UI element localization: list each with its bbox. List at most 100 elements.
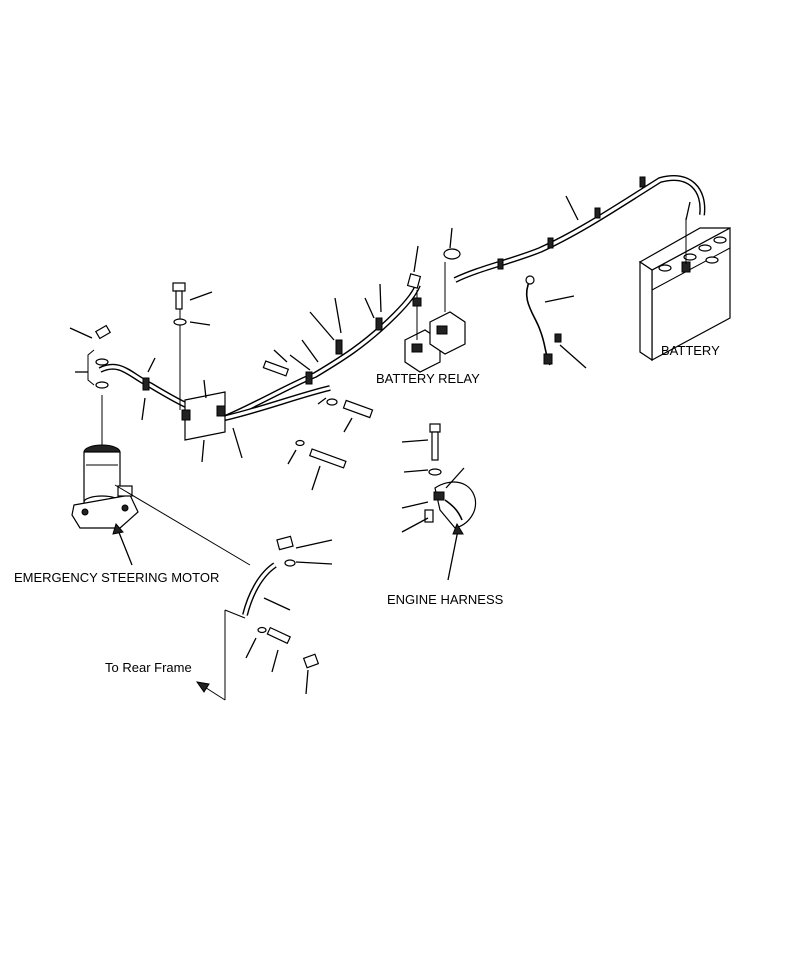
label-emergency-steering-motor: EMERGENCY STEERING MOTOR bbox=[14, 570, 219, 585]
leader-line bbox=[305, 669, 309, 695]
cable-clamp bbox=[305, 371, 313, 385]
arrow-left-down-icon bbox=[195, 681, 210, 693]
cable-outer bbox=[242, 562, 277, 616]
bolt-shank bbox=[431, 431, 439, 461]
washer bbox=[428, 468, 442, 476]
cable-clamp bbox=[335, 339, 343, 355]
leader-arrow bbox=[112, 522, 124, 535]
leader-line bbox=[189, 321, 211, 326]
harness-connector bbox=[554, 333, 562, 343]
relay-nut bbox=[406, 273, 422, 289]
harness-connector bbox=[543, 353, 553, 365]
engine-harness bbox=[424, 423, 477, 529]
relay-terminal bbox=[436, 325, 448, 335]
cable-clamp bbox=[594, 207, 601, 219]
cable-tie bbox=[262, 360, 290, 377]
bolt bbox=[308, 448, 347, 469]
cable-inner bbox=[454, 176, 704, 282]
washer bbox=[173, 318, 187, 326]
cable-inner bbox=[224, 386, 331, 420]
main-cable bbox=[98, 175, 706, 422]
harness-clamp bbox=[434, 481, 477, 529]
cable-clamp bbox=[497, 258, 504, 270]
leader-line bbox=[565, 195, 579, 221]
washer bbox=[326, 398, 338, 406]
bracket-clip bbox=[181, 409, 191, 421]
leader-line bbox=[189, 291, 213, 301]
battery-relay bbox=[404, 248, 466, 373]
leader-line bbox=[271, 649, 279, 673]
leader-line bbox=[343, 417, 353, 433]
washer bbox=[295, 439, 305, 447]
leader-line bbox=[364, 297, 375, 319]
leader-line bbox=[311, 465, 321, 491]
battery-cap bbox=[698, 244, 712, 252]
leader-line bbox=[117, 529, 133, 566]
clip bbox=[424, 509, 434, 523]
terminal-nut bbox=[94, 324, 112, 340]
leader-line bbox=[295, 561, 333, 565]
bracket-clip bbox=[216, 405, 226, 417]
bolt bbox=[172, 282, 187, 326]
leader-line bbox=[403, 469, 429, 473]
battery-cap bbox=[705, 256, 719, 264]
connection-line bbox=[224, 609, 246, 619]
battery-cap bbox=[683, 253, 697, 261]
relay-cap bbox=[443, 248, 461, 260]
battery-cap bbox=[713, 236, 727, 244]
bolt-head bbox=[429, 423, 441, 433]
connection-line bbox=[114, 484, 251, 566]
cable-clamp bbox=[547, 237, 554, 249]
leader-line bbox=[401, 517, 429, 533]
cable-inner bbox=[243, 563, 276, 616]
washer bbox=[257, 626, 267, 634]
leader-line bbox=[317, 397, 327, 405]
label-battery-relay: BATTERY RELAY bbox=[376, 371, 480, 386]
cable-bracket bbox=[179, 300, 226, 441]
leader-line bbox=[245, 637, 257, 659]
leader-line bbox=[201, 439, 205, 463]
bracket-plate bbox=[184, 391, 226, 441]
leader-line bbox=[447, 529, 459, 581]
leader-line bbox=[445, 467, 465, 489]
bolt-head bbox=[172, 282, 186, 292]
leader-arrow bbox=[452, 522, 464, 535]
leader-line bbox=[232, 427, 243, 459]
leader-line bbox=[69, 327, 93, 339]
clamp-lug bbox=[433, 491, 445, 501]
leader-line bbox=[685, 201, 691, 221]
leader-line bbox=[413, 245, 419, 273]
leader-line bbox=[309, 311, 335, 341]
cable-outer bbox=[98, 283, 421, 422]
leader-line bbox=[289, 354, 311, 371]
leader-line bbox=[559, 344, 587, 369]
harness-wire bbox=[525, 279, 551, 366]
leader-line bbox=[449, 227, 453, 249]
mount-bolt bbox=[81, 508, 89, 516]
bolt bbox=[342, 399, 374, 419]
leader-line bbox=[263, 597, 291, 611]
leader-line bbox=[203, 379, 207, 399]
leader-line bbox=[379, 283, 382, 313]
cap bbox=[302, 653, 320, 669]
relay-small-part bbox=[412, 297, 422, 307]
leader-line bbox=[141, 397, 146, 421]
mount-bolt bbox=[121, 504, 129, 512]
harness-wire bbox=[444, 499, 463, 521]
rear-frame-cable bbox=[114, 484, 320, 701]
leader-line bbox=[273, 349, 288, 363]
bolt bbox=[266, 626, 292, 645]
battery-band bbox=[651, 247, 731, 291]
leader-line bbox=[295, 539, 333, 549]
relay-terminal bbox=[411, 343, 423, 353]
terminal-boot bbox=[276, 535, 294, 551]
label-engine-harness: ENGINE HARNESS bbox=[387, 592, 504, 607]
cable-inner bbox=[99, 284, 420, 420]
label-to-rear-frame: To Rear Frame bbox=[105, 660, 192, 675]
leader-line bbox=[401, 501, 429, 509]
fasteners-center bbox=[262, 360, 374, 469]
harness-ring-terminal bbox=[525, 275, 535, 285]
cable-clamp bbox=[375, 317, 383, 331]
leader-line bbox=[334, 297, 342, 334]
